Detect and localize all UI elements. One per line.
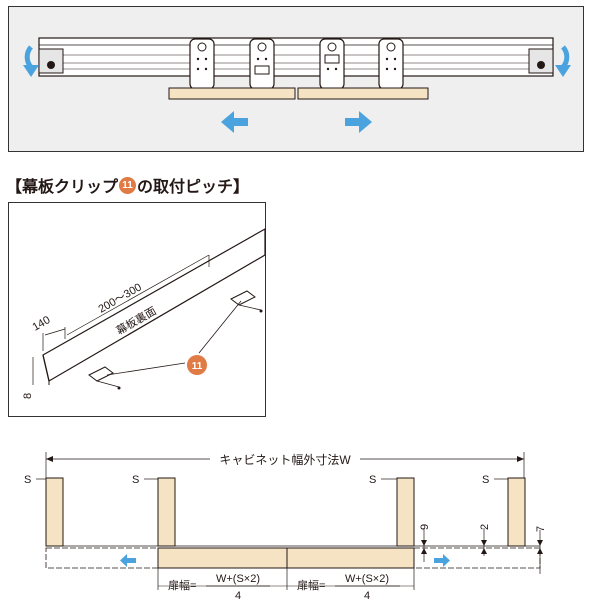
rail-illustration-panel (8, 6, 584, 152)
clip-pitch-panel: 11 140 200～300 幕板裏面 8 (8, 202, 266, 417)
heading-prefix: 【幕板クリップ (6, 179, 119, 196)
section-heading: 【幕板クリップ 11 の取付ピッチ】 (6, 173, 249, 197)
clip-badge-icon (187, 355, 207, 375)
side-panel-3 (396, 477, 415, 547)
rotate-arrow-right-icon (560, 45, 570, 69)
cabinet-width-label: キャビネット幅外寸法W (219, 452, 351, 467)
clip-pitch-diagram: 11 140 200～300 幕板裏面 8 (22, 227, 266, 399)
s-label-2: S (132, 474, 139, 486)
formula-numerator-left: W+(S×2) (216, 573, 260, 585)
heading-suffix: の取付ピッチ】 (137, 179, 250, 196)
rail-end-screw-right (537, 61, 545, 69)
rotate-arrow-left-icon (24, 45, 34, 69)
door-hanger-4 (378, 38, 404, 90)
door-top-left (168, 87, 296, 100)
formula-numerator-right: W+(S×2) (345, 573, 389, 585)
dim-9-label: 9 (419, 524, 431, 530)
part-number-badge: 11 (119, 176, 137, 194)
clip-right (230, 290, 263, 313)
s-label-1: S (24, 474, 31, 486)
slide-left-arrow-icon (120, 554, 136, 567)
s-label-4: S (482, 474, 489, 486)
dim-2-label: 2 (479, 524, 491, 530)
door-hanger-3 (319, 38, 345, 90)
rail-end-screw-left (47, 61, 55, 69)
height-label: 8 (22, 393, 34, 399)
side-panel-2 (157, 477, 176, 547)
door-top-right (297, 87, 429, 100)
side-panel-1 (45, 477, 64, 547)
formula-denominator-right: 4 (364, 590, 370, 602)
door-left (157, 547, 288, 569)
clip-badge-text: 11 (192, 361, 203, 372)
door-right (286, 547, 415, 569)
clip-left (88, 366, 121, 390)
side-panel-4 (507, 477, 526, 547)
dim-7-label: 7 (535, 526, 547, 532)
door-width-label-right: 扉幅= (297, 579, 325, 592)
door-width-label-left: 扉幅= (168, 579, 196, 592)
cabinet-layout-diagram: キャビネット幅外寸法W S S S S 9 2 7 扉幅= W+(S×2) 4 (24, 452, 547, 602)
door-hanger-2 (249, 38, 275, 90)
leader-line-left (106, 362, 186, 376)
rail-body (38, 37, 554, 77)
kickboard-panel (42, 227, 266, 382)
leader-line-right (198, 300, 242, 354)
formula-denominator-left: 4 (235, 590, 241, 602)
door-hanger-1 (189, 38, 215, 90)
s-label-3: S (369, 474, 376, 486)
slide-right-arrow-icon (434, 554, 450, 567)
rail-illustration (23, 37, 571, 133)
arrow-left-icon (221, 111, 248, 133)
arrow-right-icon (345, 111, 372, 133)
offset-label: 140 (31, 314, 53, 334)
